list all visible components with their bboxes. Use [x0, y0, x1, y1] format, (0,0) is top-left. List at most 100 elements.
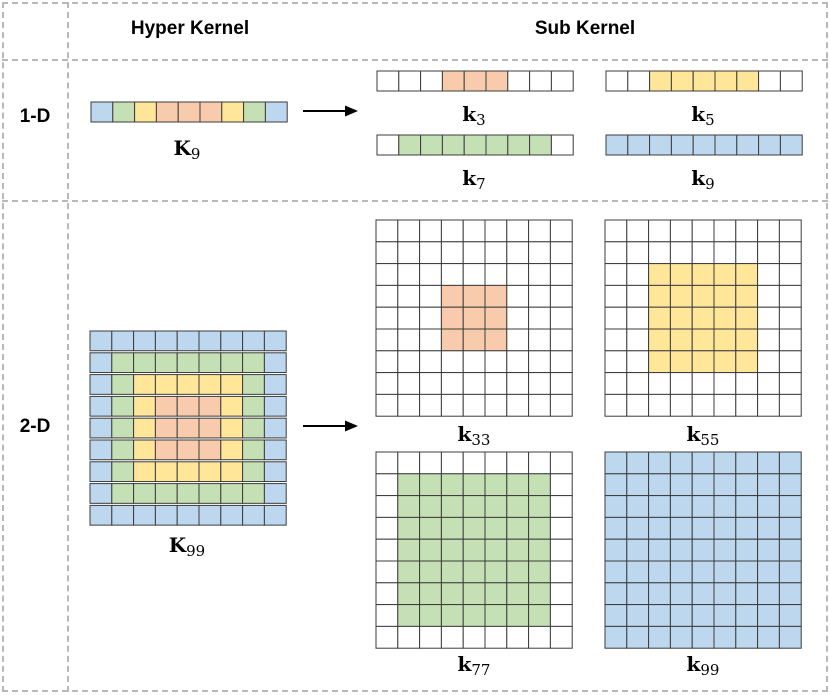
sub-2d-cell-k55 [713, 284, 737, 308]
sub-2d-cell-k99 [669, 560, 693, 584]
hyper-2d-cell [263, 504, 287, 526]
sub-2d-cell-k99 [713, 582, 737, 606]
sub-2d-cell-k33 [375, 372, 399, 395]
sub-2d-cell-k55 [757, 328, 780, 352]
sub-2d-cell-k77 [397, 495, 421, 518]
sub-2d-cell-k33 [397, 284, 421, 308]
sub-2d-cell-k33 [419, 350, 442, 374]
sub-2d-cell-k77 [419, 495, 442, 518]
hyper-2d-cell [133, 461, 156, 483]
sub-2d-cell-k55 [691, 306, 715, 330]
hyper-2d-cell [176, 504, 200, 526]
sub-2d-cell-k77 [375, 582, 399, 606]
sub-2d-cell-k33 [397, 219, 421, 243]
sub-2d-cell-k77 [528, 516, 551, 540]
sub-2d-cell-k55 [691, 219, 715, 243]
sub-2d-cell-k33 [440, 219, 464, 243]
hyper-2d-cell [154, 374, 178, 395]
sub-2d-cell-k99 [691, 560, 715, 584]
sub-2d-cell-k77 [506, 625, 530, 649]
sub-2d-cell-k33 [440, 241, 464, 265]
hyper-2d-cell [242, 461, 265, 483]
hyper-1d-cell [243, 101, 266, 123]
sub-2d-cell-k99 [713, 538, 737, 562]
sub-2d-cell-k33 [528, 393, 551, 417]
sub-2d-cell-k33 [549, 306, 573, 330]
sub-2d-cell-k55 [648, 372, 671, 395]
sub-2d-cell-k33 [506, 306, 530, 330]
sub-2d-cell-k55 [669, 219, 693, 243]
sub-2d-cell-k33 [549, 241, 573, 265]
hyper-2d-cell [198, 439, 222, 461]
sub-1d-cell-k9 [758, 134, 781, 156]
sub-2d-cell-k99 [778, 495, 802, 518]
sub-2d-cell-k33 [397, 350, 421, 374]
sub-2d-cell-k77 [549, 604, 573, 627]
sub-1d-cell-k7 [398, 134, 422, 156]
sub-2d-cell-k33 [484, 219, 508, 243]
sub-2d-cell-k77 [506, 538, 530, 562]
sub-2d-cell-k99 [735, 473, 759, 497]
sub-2d-cell-k55 [626, 306, 650, 330]
hyper-2d-cell [111, 417, 135, 439]
sub-2d-cell-k55 [626, 350, 650, 374]
sub-2d-cell-k55 [713, 219, 737, 243]
sub-2d-cell-k99 [669, 538, 693, 562]
sub-2d-cell-k99 [778, 625, 802, 649]
sub-2d-cell-k33 [506, 328, 530, 352]
sub-1d-cell-k5 [649, 70, 672, 92]
sub-2d-cell-k55 [713, 393, 737, 417]
hyper-2d-cell [263, 417, 287, 439]
hyper-1d-cell [134, 101, 157, 123]
sub-2d-cell-k33 [506, 372, 530, 395]
hyper-2d-cell [242, 352, 265, 374]
sub-2d-cell-k99 [778, 516, 802, 540]
sub-2d-cell-k99 [757, 582, 780, 606]
sub-1d-cell-k7 [463, 134, 487, 156]
sub-2d-cell-k77 [484, 604, 508, 627]
sub-2d-cell-k77 [549, 582, 573, 606]
sub-2d-cell-k55 [713, 372, 737, 395]
sub-2d-cell-k99 [691, 473, 715, 497]
sub-2d-cell-k99 [713, 560, 737, 584]
sub-1d-cell-k3 [376, 70, 400, 92]
sub-2d-cell-k55 [778, 284, 802, 308]
sub-2d-cell-k99 [778, 538, 802, 562]
sub-2d-cell-k55 [648, 328, 671, 352]
hyper-2d-cell [242, 374, 265, 395]
sub-2d-label-k99: k99 [686, 652, 720, 679]
sub-2d-cell-k55 [669, 284, 693, 308]
sub-2d-cell-k55 [757, 284, 780, 308]
sub-2d-cell-k77 [462, 560, 486, 584]
sub-2d-cell-k77 [419, 560, 442, 584]
hyper-kernel-header: Hyper Kernel [130, 18, 250, 39]
hyper-1d-cell [177, 101, 201, 123]
sub-2d-cell-k55 [604, 263, 628, 286]
sub-1d-label-k9: k9 [691, 166, 715, 193]
sub-2d-cell-k77 [397, 560, 421, 584]
sub-2d-cell-k77 [549, 495, 573, 518]
hyper-2d-cell [133, 504, 156, 526]
sub-2d-cell-k33 [419, 219, 442, 243]
sub-2d-cell-k33 [528, 219, 551, 243]
sub-2d-cell-k33 [462, 328, 486, 352]
hyper-2d-cell [89, 395, 113, 417]
sub-1d-cell-k7 [507, 134, 531, 156]
sub-2d-cell-k55 [735, 306, 759, 330]
hyper-2d-cell [263, 461, 287, 483]
hyper-2d-cell [133, 483, 156, 504]
sub-2d-cell-k99 [713, 495, 737, 518]
sub-2d-cell-k99 [735, 451, 759, 475]
sub-2d-cell-k33 [549, 350, 573, 374]
sub-2d-cell-k33 [462, 393, 486, 417]
sub-2d-cell-k99 [757, 516, 780, 540]
sub-2d-cell-k55 [648, 393, 671, 417]
sub-2d-cell-k55 [648, 219, 671, 243]
hyper-2d-cell [220, 374, 244, 395]
sub-1d-cell-k5 [758, 70, 781, 92]
sub-2d-cell-k55 [604, 393, 628, 417]
hyper-2d-cell [198, 461, 222, 483]
sub-2d-cell-k55 [669, 350, 693, 374]
sub-2d-cell-k33 [440, 306, 464, 330]
